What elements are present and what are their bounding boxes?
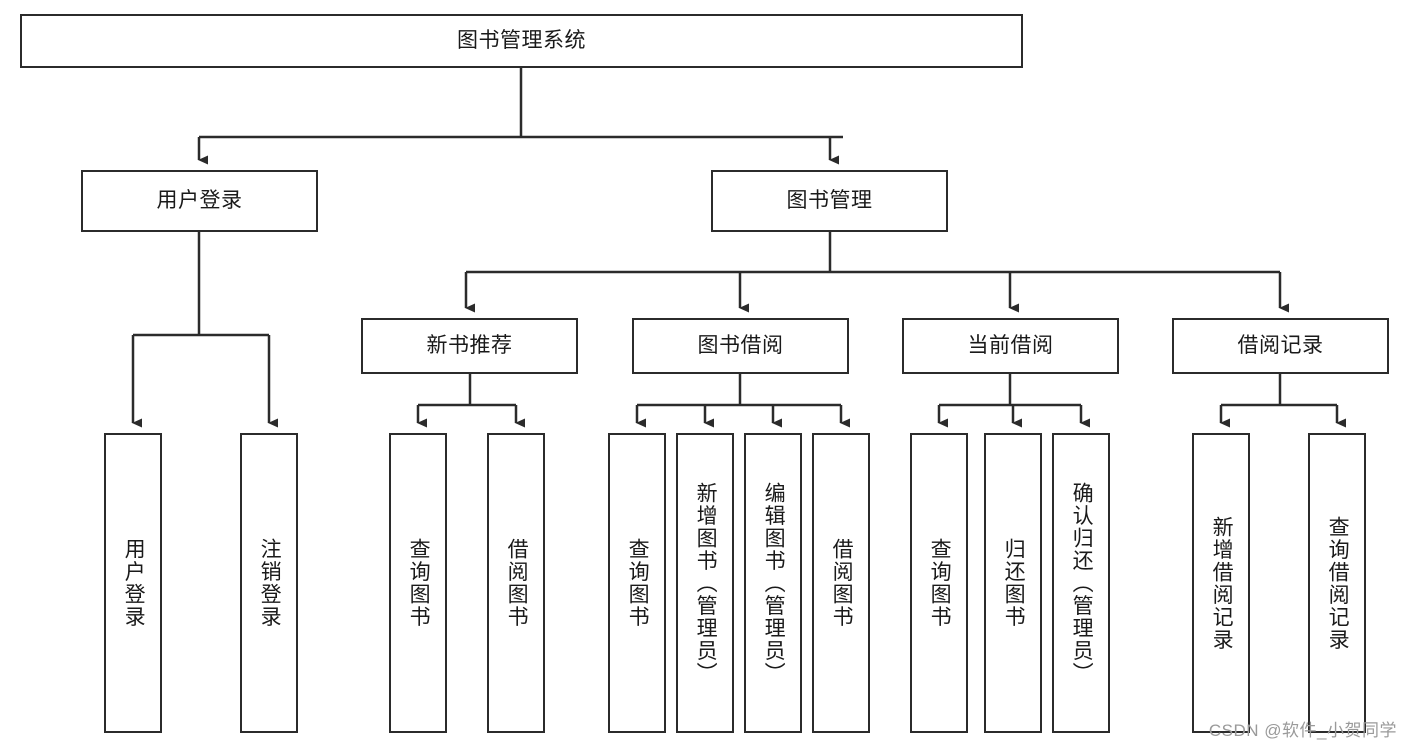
node-root-system[interactable]: 图书管理系统: [20, 14, 1023, 68]
node-leaf-user-login[interactable]: 用户登录: [104, 433, 162, 733]
node-label: 当前借阅: [967, 333, 1054, 357]
node-label: 借阅图书: [505, 538, 529, 628]
node-book-borrow[interactable]: 图书借阅: [632, 318, 849, 374]
node-leaf-query-book-1[interactable]: 查询图书: [389, 433, 447, 733]
node-label: 查询图书: [928, 538, 952, 628]
node-label: 图书管理系统: [457, 28, 586, 52]
node-label: 编辑图书（管理员）: [762, 481, 786, 685]
node-label: 用户登录: [122, 538, 146, 628]
node-current-borrow[interactable]: 当前借阅: [902, 318, 1119, 374]
node-leaf-confirm-return[interactable]: 确认归还（管理员）: [1052, 433, 1110, 733]
node-leaf-query-book-2[interactable]: 查询图书: [608, 433, 666, 733]
node-leaf-query-book-3[interactable]: 查询图书: [910, 433, 968, 733]
node-label: 注销登录: [258, 538, 282, 628]
node-leaf-return-book[interactable]: 归还图书: [984, 433, 1042, 733]
csdn-watermark: CSDN @软件_小贺同学: [1208, 721, 1397, 740]
node-leaf-edit-book[interactable]: 编辑图书（管理员）: [744, 433, 802, 733]
node-label: 借阅记录: [1237, 333, 1324, 357]
node-label: 借阅图书: [830, 538, 854, 628]
node-leaf-add-book[interactable]: 新增图书（管理员）: [676, 433, 734, 733]
node-leaf-borrow-book-2[interactable]: 借阅图书: [812, 433, 870, 733]
node-leaf-query-borrow-record[interactable]: 查询借阅记录: [1308, 433, 1366, 733]
node-label: 新增图书（管理员）: [694, 481, 718, 685]
node-label: 查询借阅记录: [1326, 515, 1350, 651]
node-leaf-add-borrow-record[interactable]: 新增借阅记录: [1192, 433, 1250, 733]
node-borrow-record[interactable]: 借阅记录: [1172, 318, 1389, 374]
node-label: 归还图书: [1002, 538, 1026, 628]
node-leaf-logout-login[interactable]: 注销登录: [240, 433, 298, 733]
node-label: 查询图书: [407, 538, 431, 628]
node-book-management[interactable]: 图书管理: [711, 170, 948, 232]
node-label: 新增借阅记录: [1210, 515, 1234, 651]
node-label: 用户登录: [156, 188, 243, 212]
node-label: 图书借阅: [697, 333, 784, 357]
node-label: 新书推荐: [426, 333, 513, 357]
node-new-book-recommend[interactable]: 新书推荐: [361, 318, 578, 374]
node-label: 图书管理: [786, 188, 873, 212]
node-label: 确认归还（管理员）: [1070, 481, 1094, 685]
node-label: 查询图书: [626, 538, 650, 628]
node-user-login[interactable]: 用户登录: [81, 170, 318, 232]
node-leaf-borrow-book-1[interactable]: 借阅图书: [487, 433, 545, 733]
